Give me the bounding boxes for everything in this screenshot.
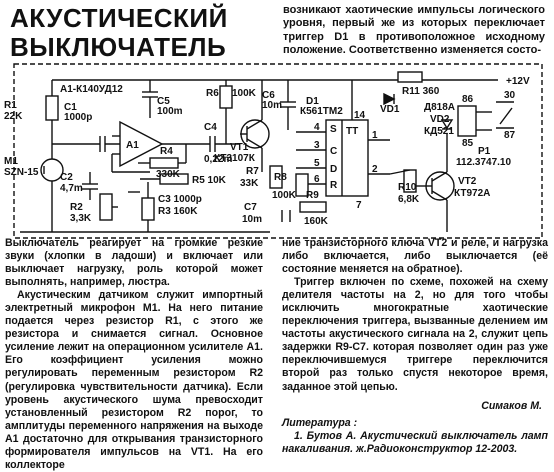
label-c2-value: 4,7m <box>60 183 83 194</box>
r2-potentiometer <box>99 193 113 221</box>
label-r11: R11 360 <box>402 86 440 97</box>
label-c3: C3 1000p <box>158 194 202 205</box>
label-r7-value: 33K <box>240 178 259 189</box>
literature-heading: Литература : <box>282 416 358 429</box>
label-r9-value: 160K <box>304 216 329 227</box>
label-vt1: VT1 <box>230 142 249 153</box>
label-r8-value: 100K <box>272 190 297 201</box>
label-c5: C5 <box>157 96 170 107</box>
r1-resistor <box>45 95 59 121</box>
label-vt2: VT2 <box>458 176 477 187</box>
label-vd2-value: КД521 <box>424 126 454 137</box>
r4-resistor <box>149 157 179 169</box>
paragraph: Акустическим датчиком служит импортный э… <box>5 289 263 471</box>
label-86: 86 <box>462 94 474 105</box>
paragraph: Выключатель реагирует на громкие резкие … <box>5 237 263 289</box>
paragraph: Триггер включен по схеме, похожей на схе… <box>282 276 548 393</box>
label-r10: R10 <box>398 182 417 193</box>
label-pin-r: R <box>330 180 338 191</box>
label-c4: C4 <box>204 122 217 133</box>
r11-resistor <box>397 71 423 83</box>
r8-resistor <box>295 173 309 197</box>
label-vt2-value: КТ972А <box>454 188 490 199</box>
label-pin-3: 3 <box>314 140 320 151</box>
author-signature: Симаков М. <box>481 399 542 412</box>
label-vd1: VD1 <box>380 104 400 115</box>
trigger-d1 <box>325 119 369 197</box>
title-line-2: ВЫКЛЮЧАТЕЛЬ <box>10 32 227 62</box>
label-pin-1: 1 <box>372 130 378 141</box>
label-d1: D1 <box>306 96 319 107</box>
label-pin-5: 5 <box>314 158 320 169</box>
label-r7: R7 <box>246 166 259 177</box>
label-85: 85 <box>462 138 474 149</box>
circuit-schematic: R1 22K A1-К140УД12 C1 1000p C5 100m R6 1… <box>4 63 543 239</box>
label-pin-7: 7 <box>356 200 362 211</box>
r7-resistor <box>269 165 283 189</box>
label-r3: R3 160K <box>158 206 198 217</box>
label-r1-value: 22K <box>4 111 23 122</box>
label-r2-value: 3,3K <box>70 213 92 224</box>
label-pin-s: S <box>330 124 337 135</box>
label-87: 87 <box>504 130 516 141</box>
label-c1: C1 <box>64 102 77 113</box>
label-p1-value: 112.3747.10 <box>456 157 511 168</box>
right-column: ние транзисторного ключа VT2 и реле, и н… <box>282 237 548 456</box>
label-vt1-value: КТ3107К <box>214 153 256 164</box>
label-c7-value: 10m <box>242 214 262 225</box>
label-vd1-value: Д818А <box>424 102 455 113</box>
r9-resistor <box>299 201 327 213</box>
label-r1: R1 <box>4 100 17 111</box>
label-pin-6: 6 <box>314 174 320 185</box>
label-r4-value: 330K <box>156 169 181 180</box>
label-c6: C6 <box>262 90 275 101</box>
label-plus12v: +12V <box>506 76 530 87</box>
article-title: АКУСТИЧЕСКИЙ ВЫКЛЮЧАТЕЛЬ <box>10 4 260 62</box>
label-pin-4: 4 <box>314 122 320 133</box>
literature-item: 1. Бутов А. Акустический выключатель лам… <box>282 429 548 455</box>
label-c2: C2 <box>60 172 73 183</box>
label-c1-value: 1000p <box>64 112 92 123</box>
label-d1-value: К561ТМ2 <box>300 106 343 117</box>
op-amp-a1 <box>119 120 164 168</box>
label-c7: C7 <box>244 202 257 213</box>
vd1-diode <box>383 92 396 106</box>
vd2-diode <box>440 119 454 130</box>
label-pin-c: C <box>330 146 337 157</box>
label-a1-body: A1 <box>126 140 139 151</box>
label-m1-value: SZN-15 <box>4 167 39 178</box>
relay-p1 <box>457 105 477 137</box>
label-a1: A1-К140УД12 <box>60 84 123 95</box>
label-r8: R8 <box>274 172 287 183</box>
label-pin-2: 2 <box>372 164 378 175</box>
paragraph: ние транзисторного ключа VT2 и реле, и н… <box>282 237 548 276</box>
label-c4-value: 0,22m <box>204 154 232 165</box>
label-r10-value: 6,8K <box>398 194 420 205</box>
label-pin-14: 14 <box>354 110 366 121</box>
left-column: Выключатель реагирует на громкие резкие … <box>5 237 263 472</box>
label-30: 30 <box>504 90 516 101</box>
title-line-1: АКУСТИЧЕСКИЙ <box>10 3 228 33</box>
label-r5: R5 10K <box>192 175 227 186</box>
label-r4: R4 <box>160 146 173 157</box>
label-r6: R6 <box>206 88 219 99</box>
label-tt: TT <box>346 126 358 137</box>
label-r2: R2 <box>70 202 83 213</box>
label-c5-value: 100m <box>157 106 183 117</box>
schematic-border <box>13 63 543 239</box>
intro-text: возникают хаотические импульсы логическо… <box>283 4 545 56</box>
label-p1: P1 <box>478 146 491 157</box>
label-pin-d: D <box>330 164 337 175</box>
label-c6-value: 10m <box>262 100 282 111</box>
label-m1: M1 <box>4 156 18 167</box>
label-r9: R9 <box>306 190 319 201</box>
r6-resistor <box>219 85 233 109</box>
r3-resistor <box>141 197 155 221</box>
label-vd2: VD2 <box>430 114 450 125</box>
label-r6-value: 100K <box>232 88 257 99</box>
